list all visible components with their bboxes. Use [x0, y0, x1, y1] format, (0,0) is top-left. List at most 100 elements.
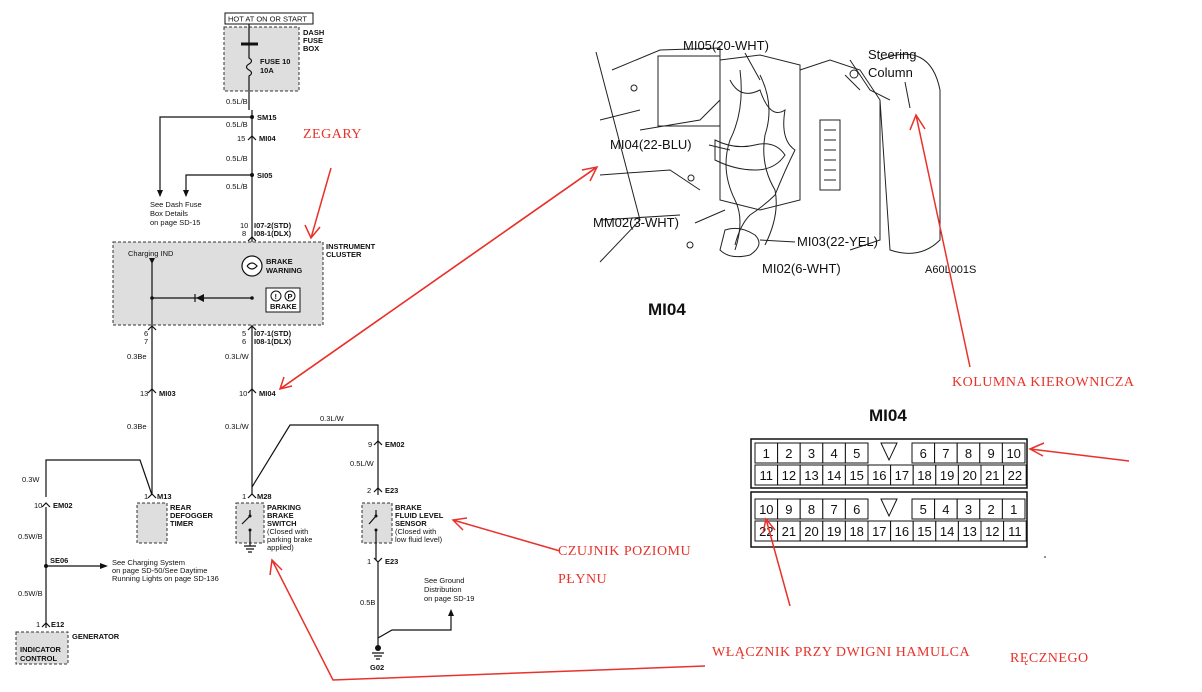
mi03-pin: 13 [140, 389, 148, 398]
switch-contact [374, 528, 378, 532]
fuse-box-label-3: BOX [303, 44, 319, 53]
wire-label: 0.5W/B [18, 589, 43, 598]
see-dash-fuse-2: Box Details [150, 209, 188, 218]
dash-panel [799, 59, 881, 251]
key-top [880, 442, 898, 462]
pin-label: 5 [920, 502, 927, 517]
parking-brake-1: PARKING [267, 503, 301, 512]
pin-label: 17 [872, 524, 886, 539]
dashboard-drawing: MI05(20-WHT) Steering Column MI04(22-BLU… [593, 38, 976, 319]
connector-symbol [41, 622, 51, 628]
pin-label: 3 [808, 446, 815, 461]
mi04-mid-label: MI04 [259, 389, 277, 398]
e23-bot-label: E23 [385, 557, 398, 566]
wire-label: 0.5L/B [226, 120, 248, 129]
pin-label: 1 [1010, 502, 1017, 517]
left-pin-6: 6 [144, 329, 148, 338]
leader-line [694, 209, 726, 224]
schematic: HOT AT ON OR START DASH FUSE BOX FUSE 10… [15, 12, 474, 672]
bolt [687, 174, 695, 182]
wire-label: 0.3L/W [225, 422, 250, 431]
switch-contact [248, 514, 252, 518]
sm15-label: SM15 [257, 113, 277, 122]
pin-cell [1001, 442, 1026, 464]
pin-label: 8 [808, 502, 815, 517]
connector-bottom [719, 227, 760, 258]
bolt [630, 84, 638, 92]
hot-label-box [224, 12, 314, 25]
m28-label: M28 [257, 492, 272, 501]
column-bracket [844, 59, 891, 101]
pin-label: 6 [920, 446, 927, 461]
pin-label: 1 [763, 446, 770, 461]
connector-symbol [247, 135, 257, 141]
parking-brake-2: BRAKE [267, 511, 294, 520]
ground-symbol [244, 545, 256, 553]
brake-box-label: BRAKE [270, 302, 297, 311]
leader-line [744, 52, 761, 81]
mi04-mid-pin: 10 [239, 389, 247, 398]
wire-label: 0.3L/W [320, 414, 345, 423]
wire-label: 0.5B [360, 598, 375, 607]
right-pin-5: 5 [242, 329, 246, 338]
see-ground-2: Distribution [424, 585, 462, 594]
annotation-czujnik-2: PŁYNU [558, 572, 607, 587]
pin-cell [1001, 498, 1026, 520]
annotation-wlacznik: WŁĄCZNIK PRZY DWIGNI HAMULCA [712, 645, 970, 660]
pin-label: 5 [853, 446, 860, 461]
pin-label: 3 [965, 502, 972, 517]
pin-label: 2 [785, 446, 792, 461]
pin-label: 16 [895, 524, 909, 539]
e23-bot-pin: 1 [367, 557, 371, 566]
i08-1b-label: I08-1(DLX) [254, 337, 292, 346]
brake-warning-lamp [241, 255, 263, 277]
connector-symbol [373, 440, 383, 446]
si05-label: SI05 [257, 171, 272, 180]
pin-label: 14 [940, 524, 954, 539]
see-dash-fuse-1: See Dash Fuse [150, 200, 202, 209]
cluster-label-1: INSTRUMENT [326, 242, 376, 251]
arrow-pin-10-bottom [762, 517, 791, 607]
pin-label: 19 [940, 468, 954, 483]
pin-label: 6 [853, 502, 860, 517]
pin-label: 18 [849, 524, 863, 539]
fuse-box-label-2: FUSE [303, 36, 323, 45]
em02-left-label: EM02 [53, 501, 73, 510]
charging-ind-lamp [149, 258, 155, 264]
connector-symbol [247, 325, 257, 331]
mi04-top-label: MI04 [259, 134, 277, 143]
pin-label: 9 [785, 502, 792, 517]
bracket-outline [611, 47, 721, 131]
pin-label: 20 [962, 468, 976, 483]
photo-mm02: MM02(3-WHT) [593, 215, 679, 230]
arrow-up [448, 609, 454, 616]
indicator-control-2: CONTROL [20, 654, 57, 663]
cluster-label-2: CLUSTER [326, 250, 362, 259]
see-charging-2: on page SD-50/See Daytime [112, 566, 207, 575]
connector-title: MI04 [869, 406, 907, 425]
relay-box [657, 55, 721, 127]
dash-outline [595, 51, 641, 263]
harness-2 [725, 69, 742, 251]
switch-contact [248, 528, 252, 532]
brake-fluid-5: low fluid level) [395, 535, 443, 544]
i08-1-label: I08-1(DLX) [254, 229, 292, 238]
see-dash-fuse-3: on page SD-15 [150, 218, 200, 227]
rear-defogger-2: DEFOGGER [170, 511, 214, 520]
photo-mi02: MI02(6-WHT) [762, 261, 841, 276]
see-charging-1: See Charging System [112, 558, 185, 567]
brake-icon-circle [284, 290, 296, 302]
pin-label: 7 [830, 502, 837, 517]
i07-1-label: I07-1(STD) [254, 329, 292, 338]
dot [1044, 556, 1046, 558]
dash-lines [599, 109, 701, 221]
leader-line [904, 81, 911, 109]
connector-symbol [373, 487, 383, 493]
annotation-recznego: RĘCZNEGO [1010, 651, 1089, 666]
pin-label: 12 [782, 468, 796, 483]
arrow-wlacznik [269, 558, 706, 681]
arrow-down [157, 190, 163, 197]
brake-fluid-1: BRAKE [395, 503, 422, 512]
